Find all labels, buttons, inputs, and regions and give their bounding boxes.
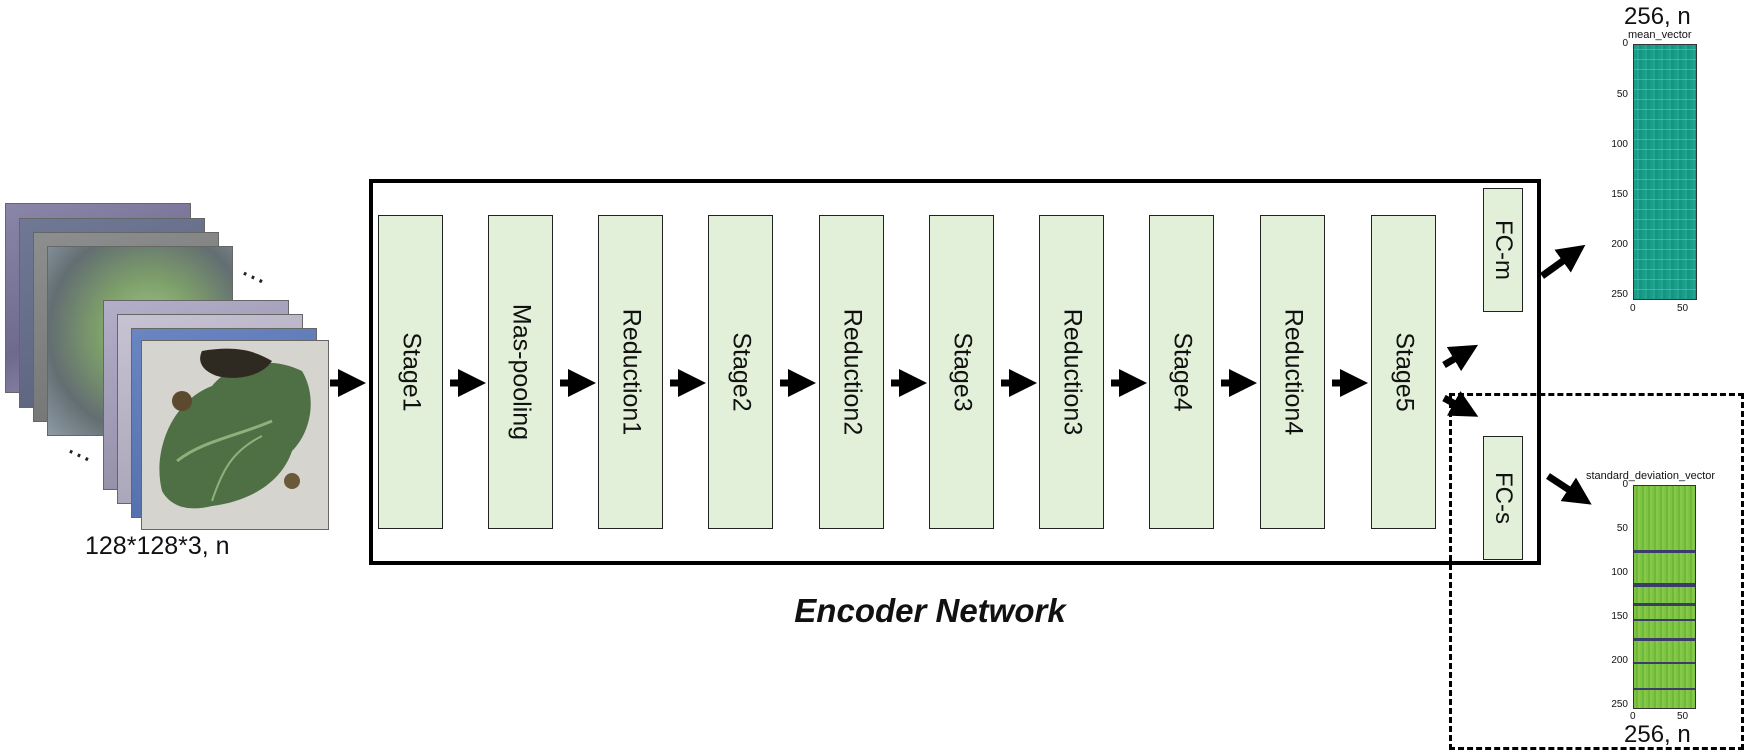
block-reduction2: Reduction2: [819, 215, 884, 529]
block-stage2: Stage2: [708, 215, 773, 529]
block-stage3: Stage3: [929, 215, 994, 529]
arrow-fc-s-out: [1546, 473, 1592, 505]
std-vector-title: standard_deviation_vector: [1586, 470, 1716, 482]
mean-ytick: 200: [1611, 239, 1628, 250]
std-xtick: 50: [1677, 711, 1689, 722]
block-stage5: Stage5: [1371, 215, 1436, 529]
mean-ytick: 100: [1611, 139, 1628, 150]
block-fc-m: FC-m: [1483, 188, 1523, 312]
block-fc-s: FC-s: [1483, 436, 1523, 560]
mean-ytick: 50: [1616, 89, 1628, 100]
std-ytick: 100: [1611, 567, 1628, 578]
mean-ytick: 150: [1611, 189, 1628, 200]
std-vector-heatmap: [1633, 485, 1696, 709]
std-size-label: 256, n: [1624, 721, 1691, 748]
mean-ytick: 0: [1622, 38, 1628, 49]
std-dashed-box: [1449, 393, 1744, 750]
block-stage4: Stage4: [1149, 215, 1214, 529]
mean-vector-title: mean_vector: [1628, 29, 1692, 41]
input-image-tomato-leaf: [141, 340, 329, 530]
std-xtick: 0: [1630, 711, 1636, 722]
block-reduction4: Reduction4: [1260, 215, 1325, 529]
std-ytick: 0: [1622, 479, 1628, 490]
arrow-fc-m-out: [1539, 244, 1586, 279]
block-reduction3: Reduction3: [1039, 215, 1104, 529]
mean-xtick: 0: [1630, 303, 1636, 314]
std-ytick: 50: [1616, 523, 1628, 534]
mean-vector-heatmap: [1633, 44, 1697, 300]
block-mas-pooling: Mas-pooling: [488, 215, 553, 529]
block-reduction1: Reduction1: [598, 215, 663, 529]
mean-xtick: 50: [1677, 303, 1689, 314]
arrow-to-fc-m: [1442, 344, 1479, 372]
block-stage1: Stage1: [378, 215, 443, 529]
std-ytick: 250: [1611, 699, 1628, 710]
encoder-title: Encoder Network: [794, 592, 1066, 629]
mean-size-label: 256, n: [1624, 3, 1691, 30]
encoder-network-frame: [369, 179, 1541, 565]
std-ytick: 200: [1611, 655, 1628, 666]
mean-ytick: 250: [1611, 289, 1628, 300]
input-size-label: 128*128*3, n: [85, 532, 230, 560]
std-ytick: 150: [1611, 611, 1628, 622]
tomato-leaf-icon: [159, 348, 311, 509]
arrow-to-fc-s: [1442, 391, 1479, 417]
